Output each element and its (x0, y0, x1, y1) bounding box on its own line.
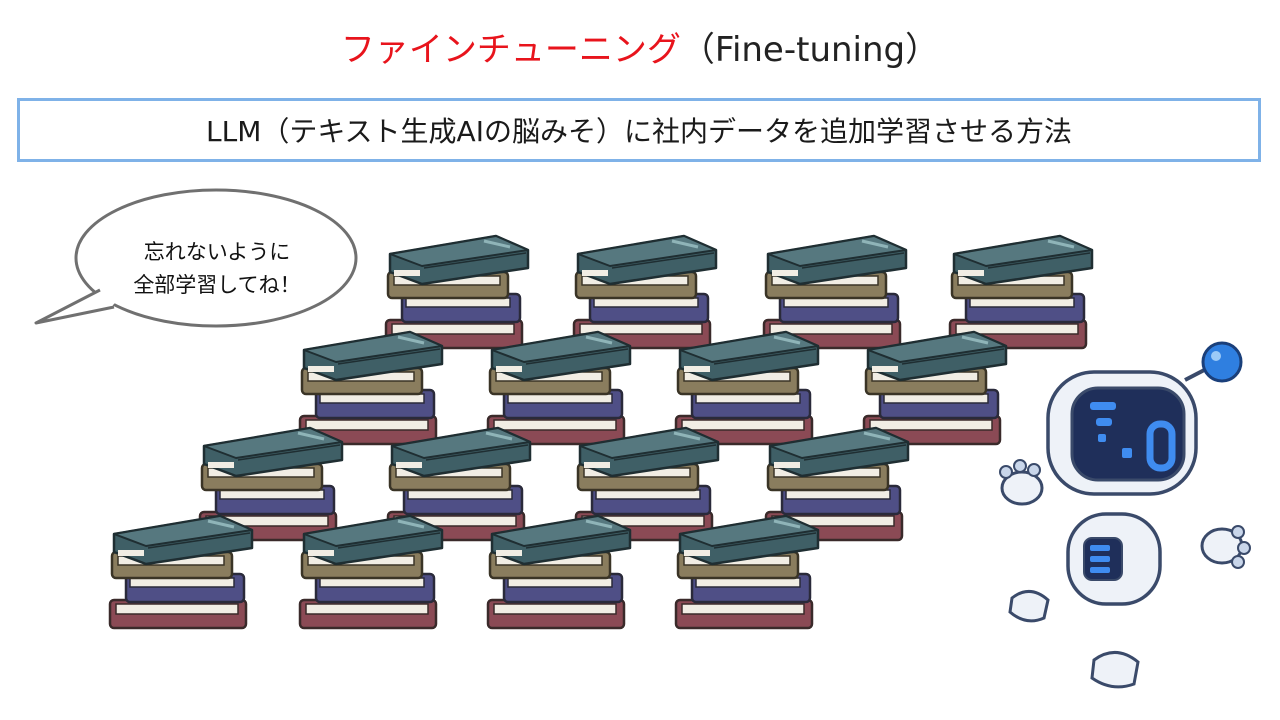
speech-line-2: 全部学習してね！ (133, 273, 301, 297)
speech-bubble-shape-icon (34, 188, 358, 328)
book-stack-icon (108, 514, 254, 630)
book-stack-icon (298, 514, 444, 630)
book-stack-icon (862, 330, 1008, 446)
book-stack-icon (298, 330, 444, 446)
title-main: ファインチューニング (340, 30, 681, 70)
speech-line-1: 忘れないように (143, 240, 291, 264)
speech-bubble: 忘れないように 全部学習してね！ (30, 186, 360, 336)
page-title: ファインチューニング（Fine-tuning） (0, 28, 1280, 72)
definition-box: LLM（テキスト生成AIの脳みそ）に社内データを追加学習させる方法 (17, 98, 1261, 162)
definition-text: LLM（テキスト生成AIの脳みそ）に社内データを追加学習させる方法 (206, 115, 1072, 148)
title-sub: （Fine-tuning） (680, 30, 940, 70)
book-stack-icon (674, 330, 820, 446)
robot-icon (999, 341, 1251, 689)
speech-text: 忘れないように 全部学習してね！ (92, 236, 342, 302)
book-stack-icon (674, 514, 820, 630)
book-stack-icon (486, 514, 632, 630)
book-stack-icon (486, 330, 632, 446)
